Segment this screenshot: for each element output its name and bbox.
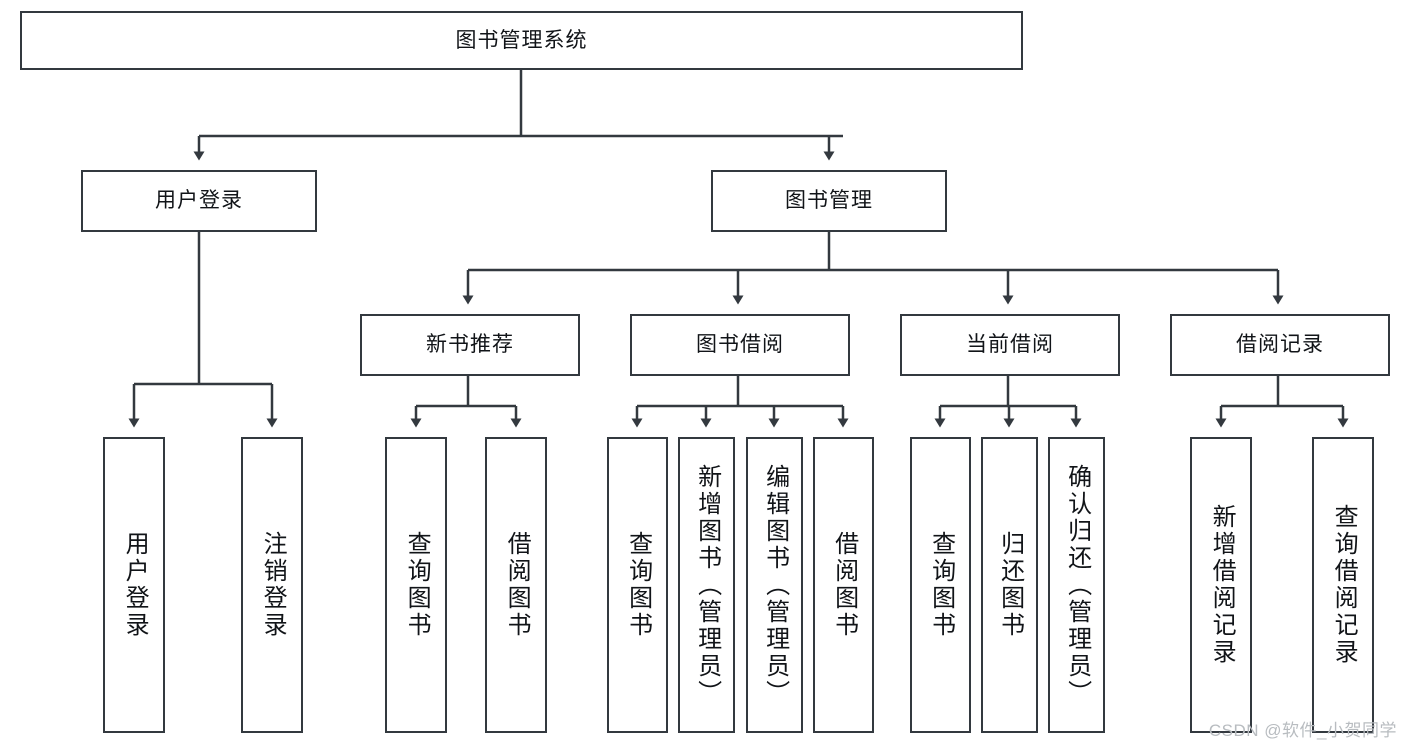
node-current-borrow-label: 当前借阅 xyxy=(966,333,1054,357)
watermark-text: CSDN @软件_小贺同学 xyxy=(1208,721,1397,740)
node-new-book-recommend-label: 新书推荐 xyxy=(426,333,514,357)
node-current-borrow[interactable]: 当前借阅 xyxy=(900,314,1120,376)
leaf-query-book-nbr[interactable]: 查询图书 xyxy=(385,437,447,733)
leaf-query-book-cb[interactable]: 查询图书 xyxy=(910,437,971,733)
node-book-management[interactable]: 图书管理 xyxy=(711,170,947,232)
leaf-add-book-admin-label: 新增图书（管理员） xyxy=(693,463,721,707)
leaf-query-book-bb-label: 查询图书 xyxy=(624,531,652,639)
leaf-confirm-return-admin[interactable]: 确认归还（管理员） xyxy=(1048,437,1105,733)
node-new-book-recommend[interactable]: 新书推荐 xyxy=(360,314,580,376)
leaf-query-book-nbr-label: 查询图书 xyxy=(403,531,431,639)
leaf-logout-label: 注销登录 xyxy=(259,531,287,639)
leaf-user-login-label: 用户登录 xyxy=(121,531,149,639)
leaf-query-book-cb-label: 查询图书 xyxy=(927,531,955,639)
leaf-return-book-label: 归还图书 xyxy=(996,531,1024,639)
node-book-management-label: 图书管理 xyxy=(785,189,873,213)
node-user-login[interactable]: 用户登录 xyxy=(81,170,317,232)
leaf-add-book-admin[interactable]: 新增图书（管理员） xyxy=(678,437,735,733)
node-root-label: 图书管理系统 xyxy=(455,28,588,52)
leaf-confirm-return-admin-label: 确认归还（管理员） xyxy=(1063,463,1091,707)
leaf-user-login[interactable]: 用户登录 xyxy=(103,437,165,733)
leaf-add-borrow-record-label: 新增借阅记录 xyxy=(1208,504,1236,666)
leaf-borrow-book-bb[interactable]: 借阅图书 xyxy=(813,437,874,733)
node-user-login-label: 用户登录 xyxy=(155,189,243,213)
node-root[interactable]: 图书管理系统 xyxy=(20,11,1023,70)
leaf-borrow-book-nbr[interactable]: 借阅图书 xyxy=(485,437,547,733)
leaf-borrow-book-nbr-label: 借阅图书 xyxy=(503,531,531,639)
node-borrow-record[interactable]: 借阅记录 xyxy=(1170,314,1390,376)
node-book-borrow-label: 图书借阅 xyxy=(696,333,784,357)
node-borrow-record-label: 借阅记录 xyxy=(1236,333,1324,357)
leaf-logout[interactable]: 注销登录 xyxy=(241,437,303,733)
leaf-query-book-bb[interactable]: 查询图书 xyxy=(607,437,668,733)
leaf-query-borrow-record[interactable]: 查询借阅记录 xyxy=(1312,437,1374,733)
leaf-edit-book-admin-label: 编辑图书（管理员） xyxy=(761,463,789,707)
leaf-edit-book-admin[interactable]: 编辑图书（管理员） xyxy=(746,437,803,733)
leaf-query-borrow-record-label: 查询借阅记录 xyxy=(1330,504,1358,666)
leaf-add-borrow-record[interactable]: 新增借阅记录 xyxy=(1190,437,1252,733)
leaf-return-book[interactable]: 归还图书 xyxy=(981,437,1038,733)
node-book-borrow[interactable]: 图书借阅 xyxy=(630,314,850,376)
leaf-borrow-book-bb-label: 借阅图书 xyxy=(830,531,858,639)
